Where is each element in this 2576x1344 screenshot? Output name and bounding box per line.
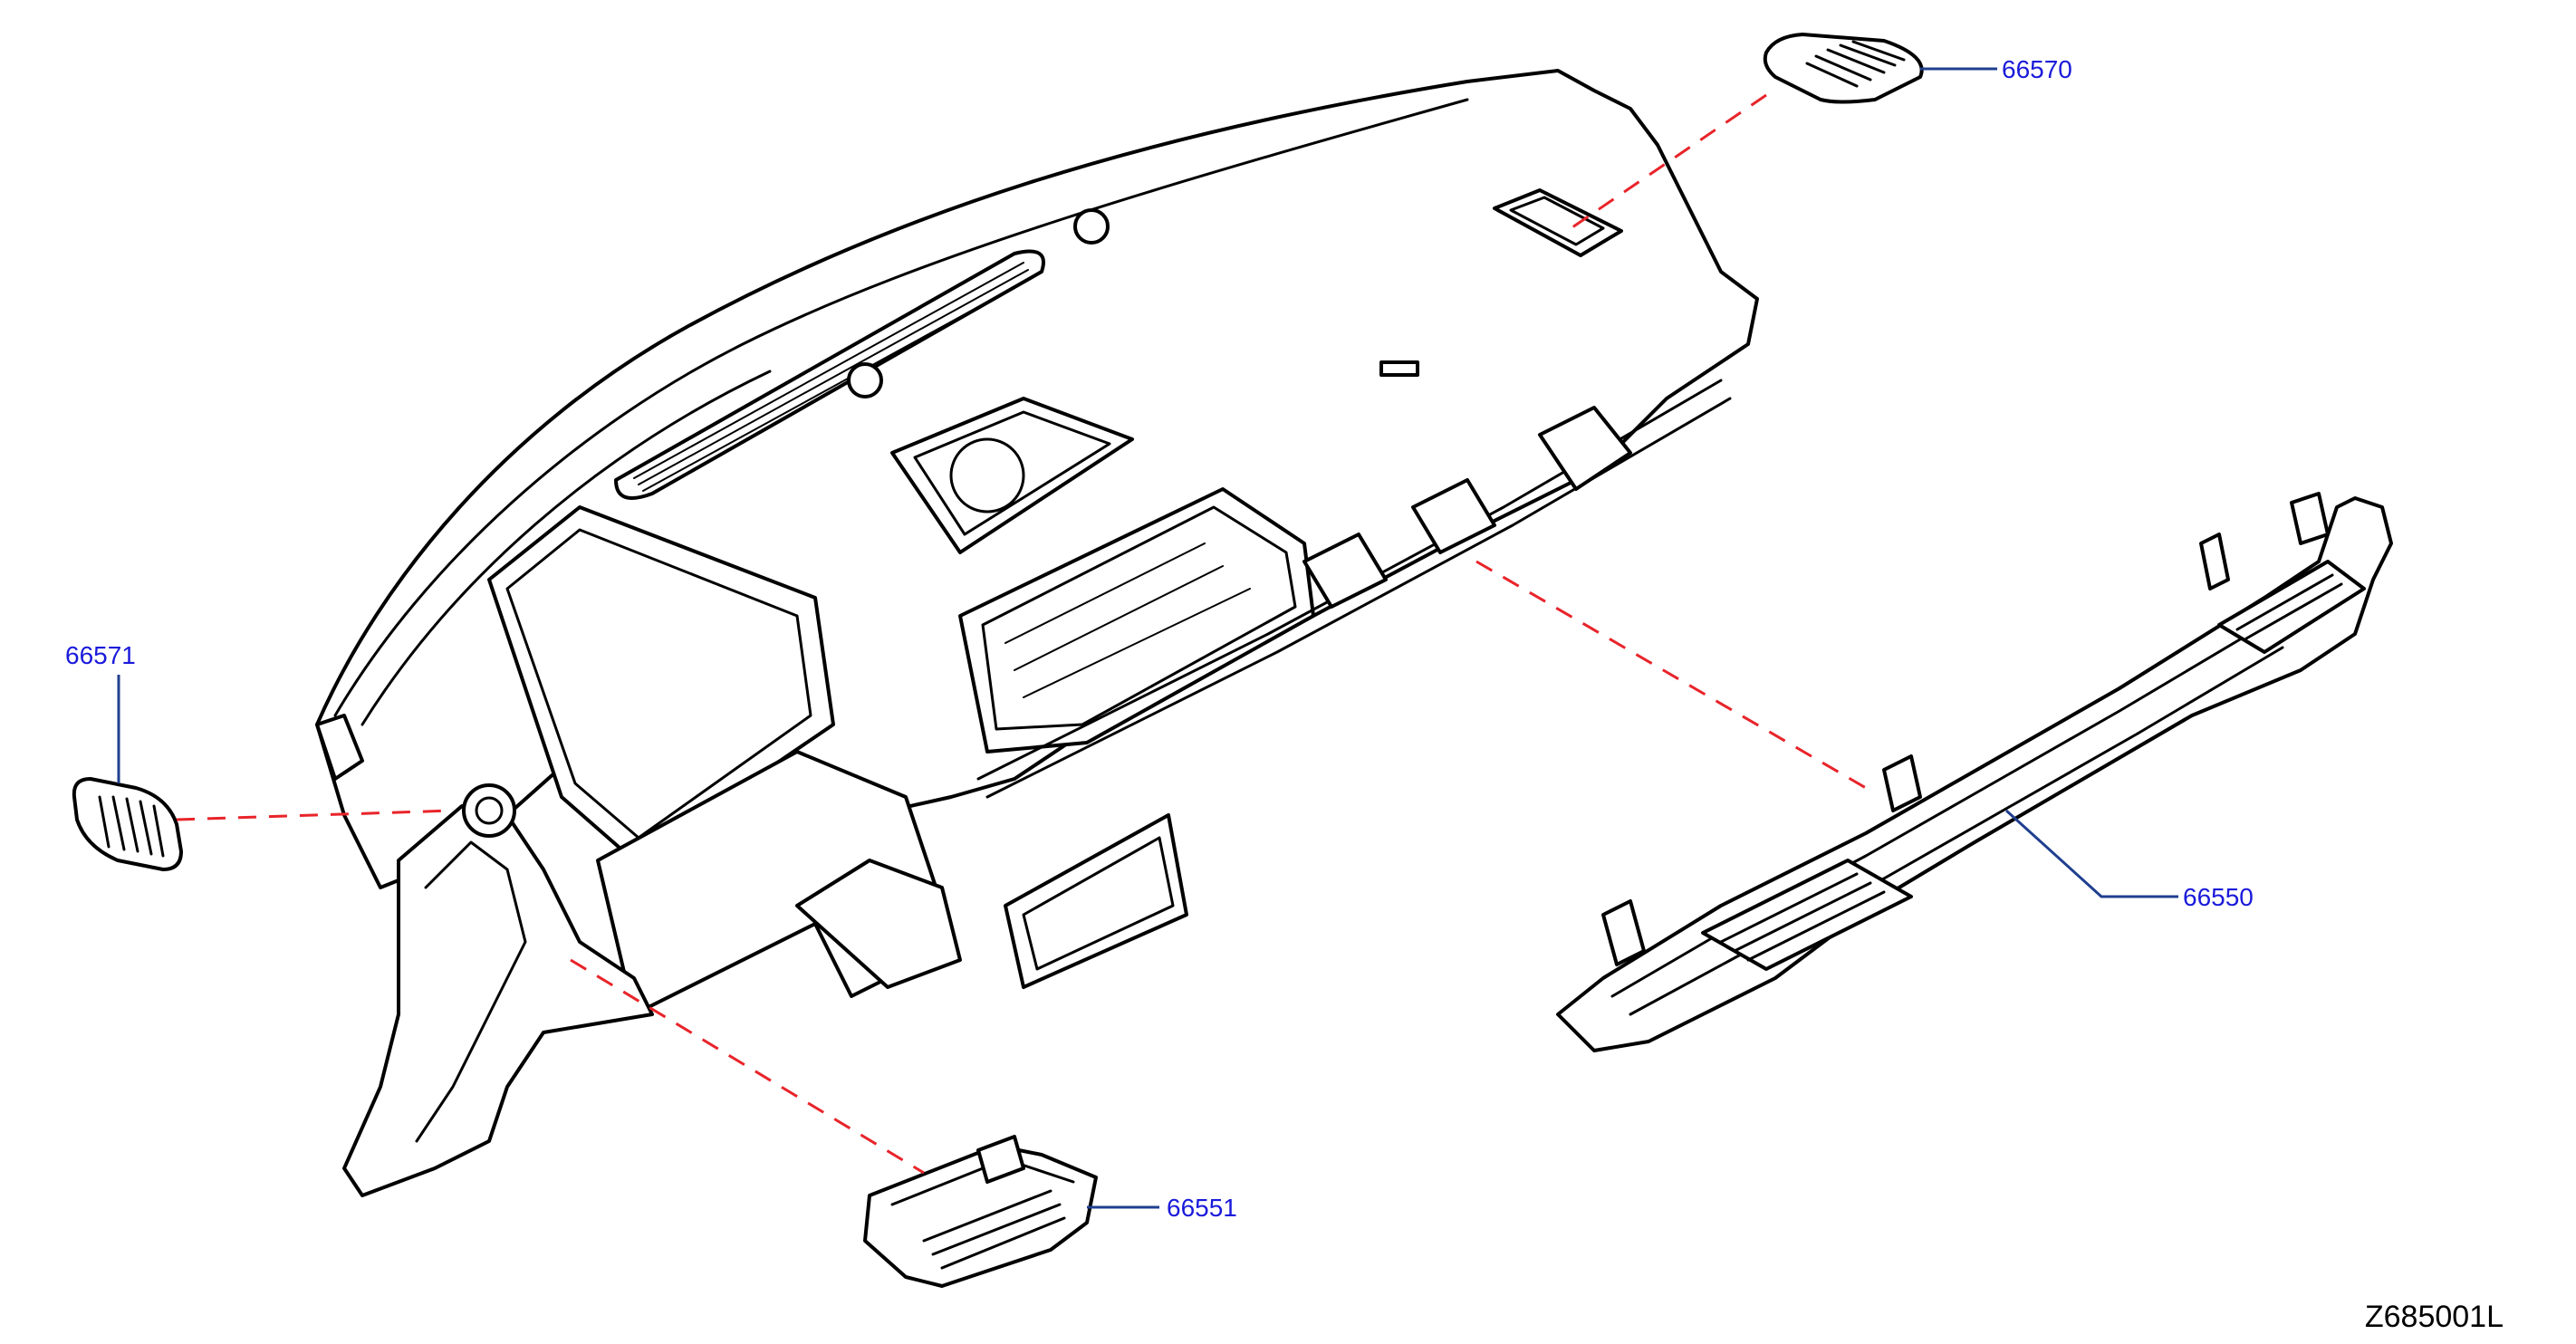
side-defroster-opening bbox=[1493, 188, 1623, 257]
dashed-line-66551 bbox=[570, 958, 925, 1175]
dashed-line-66550 bbox=[1475, 560, 1867, 790]
callout-66570: 66570 bbox=[2002, 55, 2072, 83]
dashed-connector-lines bbox=[176, 93, 1867, 1175]
center-duct-66550 bbox=[1556, 492, 2393, 1052]
badge-mark bbox=[1379, 360, 1419, 377]
left-side-bracket bbox=[342, 804, 654, 1197]
callout-66551: 66551 bbox=[1167, 1194, 1237, 1222]
center-stack-housing bbox=[958, 487, 1315, 754]
side-vent-66570 bbox=[1763, 33, 1924, 104]
reference-code: Z685001L bbox=[2365, 1300, 2504, 1334]
dashed-line-66570 bbox=[1566, 93, 1767, 233]
sensor-hole bbox=[847, 362, 883, 398]
callout-66550: 66550 bbox=[2183, 883, 2254, 911]
sensor-hole bbox=[1073, 208, 1110, 245]
lower-vent-66551 bbox=[863, 1135, 1098, 1288]
leader-line-66550 bbox=[2004, 809, 2178, 898]
leader-lines bbox=[117, 67, 2178, 1209]
dashed-line-66571 bbox=[176, 809, 454, 821]
defroster-grille bbox=[614, 249, 1045, 500]
side-vent-66571 bbox=[72, 777, 183, 871]
instrument-panel-assembly bbox=[315, 69, 1759, 1197]
lower-center-bracket bbox=[1004, 813, 1188, 989]
left-structure bbox=[487, 505, 962, 1016]
center-display-opening bbox=[890, 397, 1134, 554]
callout-66571: 66571 bbox=[65, 641, 136, 669]
